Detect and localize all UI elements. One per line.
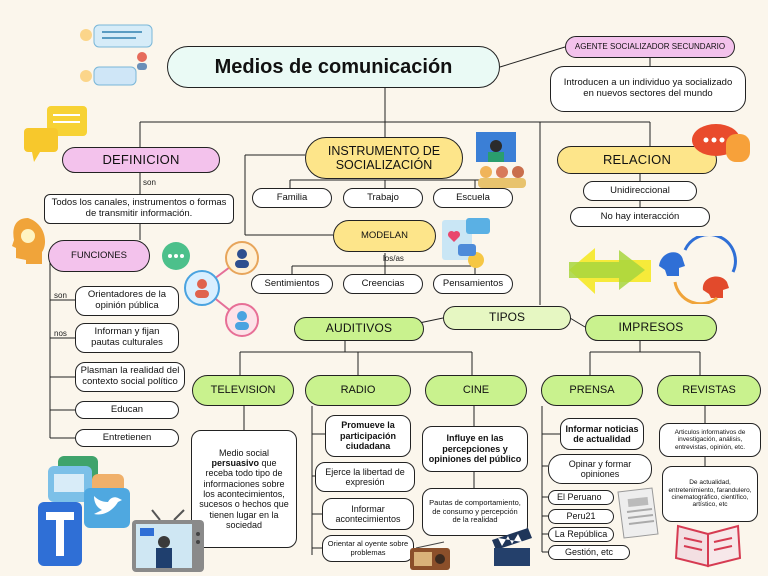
cine-item: Pautas de comportamiento, de consumo y p… [422,488,528,536]
agente-description: Introducen a un individuo ya socializado… [550,66,746,112]
radio-label: RADIO [305,375,411,406]
radio-item: Promueve la participación ciudadana [325,415,411,457]
revistas-label: REVISTAS [657,375,761,406]
prensa-example: Gestión, etc [548,545,630,560]
prensa-item: Opinar y formar opiniones [548,454,652,484]
definicion-connector: son [143,178,156,187]
television-text-b: que receba todo tipo de informaciones so… [199,457,289,531]
teacher-screen-icon [476,132,526,188]
page-title: Medios de comunicación [167,46,500,88]
instrumento-item: Trabajo [343,188,423,208]
cine-item: Influye en las percepciones y opiniones … [422,426,528,472]
lightbulb-head-icon [12,218,46,264]
revistas-item: Articulos informativos de investigación,… [659,423,761,457]
agente-socializador-label: AGENTE SOCIALIZADOR SECUNDARIO [565,36,735,58]
relacion-item: Unidireccional [583,181,697,201]
revistas-item: De actualidad, entretenimiento, farandul… [662,466,758,522]
radio-icon [410,541,450,570]
television-text-bold: persuasivo [211,457,259,468]
funciones-connector-nos: nos [54,329,67,338]
impresos-label: IMPRESOS [585,315,717,341]
modelan-connector: los/as [383,254,404,263]
social-apps-icon [38,456,130,566]
radio-item: Orientar al oyente sobre problemas [322,535,414,562]
television-text-a: Medio social [218,447,270,458]
social-media-phone-icon [442,218,490,268]
clapperboard-icon [492,528,532,566]
modelan-item: Creencias [343,274,423,294]
funcion-item: Informan y fijan pautas culturales [75,323,179,353]
people-network-icon [162,241,259,337]
funciones-label: FUNCIONES [48,240,150,272]
prensa-example: La República [548,527,614,542]
definicion-text: Todos los canales, instrumentos o formas… [44,194,234,224]
relacion-item: No hay interacción [570,207,710,227]
prensa-item: Informar noticias de actualidad [560,418,644,450]
funciones-connector-son: son [54,291,67,300]
cine-label: CINE [425,375,527,406]
radio-item: Ejerce la libertad de expresión [315,462,415,492]
auditivos-label: AUDITIVOS [294,317,424,341]
television-description: Medio social persuasivo que receba todo … [191,430,297,548]
tv-news-icon [132,509,204,572]
speech-bubbles-icon [24,106,87,162]
funcion-item: Plasman la realidad del contexto social … [75,362,185,392]
funcion-item: Entretienen [75,429,179,447]
instrumento-label: INSTRUMENTO DE SOCIALIZACIÓN [305,137,463,179]
arrows-heads-icon [569,236,737,304]
funcion-item: Educan [75,401,179,419]
instrumento-item: Familia [252,188,332,208]
open-magazine-icon [674,524,742,568]
definicion-label: DEFINICION [62,147,220,173]
prensa-label: PRENSA [541,375,643,406]
newspaper-icon [617,487,659,539]
prensa-example: El Peruano [548,490,614,505]
relacion-label: RELACION [557,146,717,174]
tipos-label: TIPOS [443,306,571,330]
radio-item: Informar acontecimientos [322,498,414,530]
television-label: TELEVISION [192,375,294,406]
instrumento-item: Escuela [433,188,513,208]
modelan-item: Sentimientos [251,274,333,294]
modelan-label: MODELAN [333,220,436,252]
funcion-item: Orientadores de la opinión pública [75,286,179,316]
modelan-item: Pensamientos [433,274,513,294]
prensa-example: Peru21 [548,509,614,524]
chat-bubbles-icon [692,124,750,162]
chat-bubbles-icon [80,24,153,86]
